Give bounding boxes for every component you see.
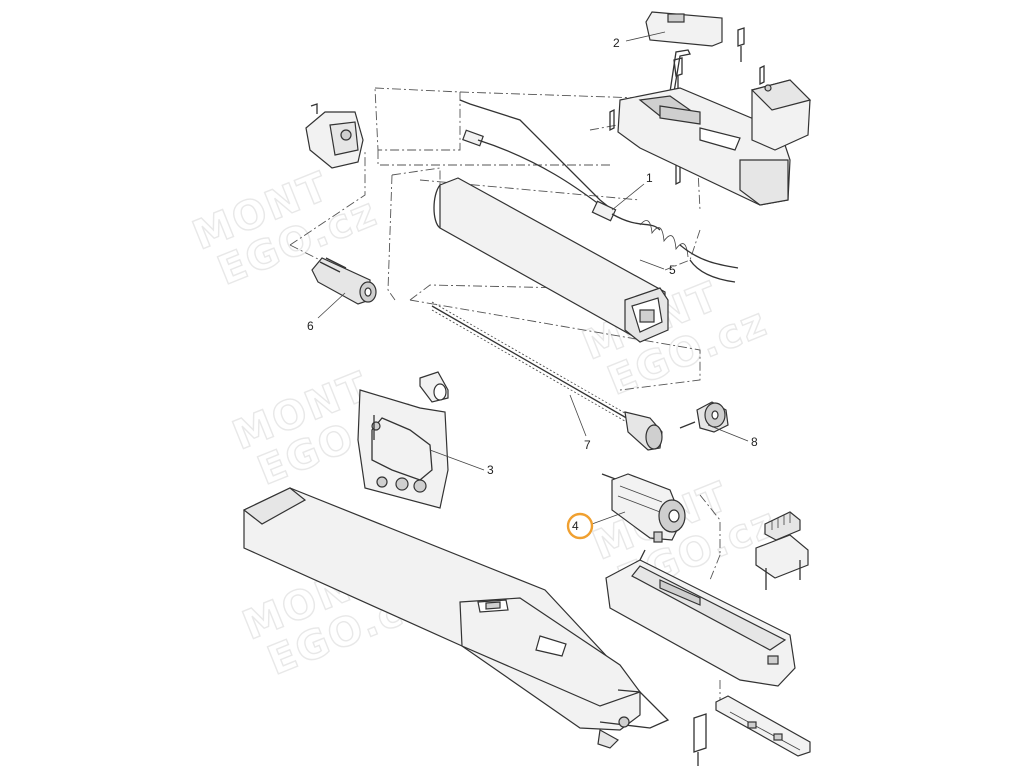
leader-2: [625, 31, 666, 42]
part-1-cable: [459, 99, 739, 283]
callout-6: 6: [307, 319, 314, 333]
callout-2: 2: [613, 36, 620, 50]
part-4-motor: [601, 473, 686, 543]
leader-7: [569, 394, 587, 437]
hex-key: [669, 49, 691, 93]
cover-plate-slot: [667, 13, 685, 23]
callout-4: 4: [572, 519, 579, 533]
part-6-bushing: [311, 257, 377, 305]
screw: [737, 27, 745, 62]
screw: [673, 57, 683, 90]
bottom-housing-tray: [605, 549, 796, 687]
terminal-block: [755, 511, 809, 590]
part-7-lead-screw: [431, 301, 663, 451]
callout-4-highlight-ring: [566, 512, 594, 540]
leader-6: [317, 292, 346, 319]
leader-3: [429, 449, 485, 471]
cover-plate: [645, 11, 723, 47]
mounting-rail: [693, 695, 811, 766]
leader-5: [639, 259, 665, 270]
part-5-tube-housing: [433, 177, 669, 343]
rear-end-cap: [305, 103, 364, 169]
part-8-gear: [679, 401, 729, 433]
part-3-mounting-plate: [357, 389, 449, 509]
callout-1: 1: [646, 171, 653, 185]
callout-7: 7: [584, 438, 591, 452]
sleeve: [419, 371, 449, 403]
leader-1: [611, 183, 645, 211]
leader-8: [707, 424, 749, 442]
screw: [609, 108, 615, 132]
callout-5: 5: [669, 263, 676, 277]
main-operator-housing: [242, 487, 670, 749]
leader-4: [591, 511, 626, 525]
screw: [759, 64, 765, 86]
callout-leader-lines: [317, 31, 749, 525]
callout-8: 8: [751, 435, 758, 449]
part-2-top-cover-assembly: [609, 11, 812, 206]
callout-labels: 1 2 3 4 5 6 7 8: [307, 36, 758, 540]
callout-3: 3: [487, 463, 494, 477]
